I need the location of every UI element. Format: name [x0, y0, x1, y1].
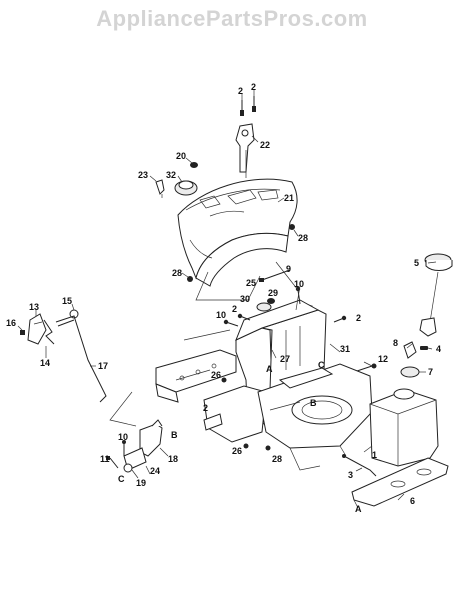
callout-11: 11: [100, 454, 110, 464]
callout-16: 16: [6, 318, 16, 328]
callout-4: 4: [436, 344, 441, 354]
ref-letter-c-support: C: [318, 360, 325, 370]
gas-cap-part-5[interactable]: [419, 253, 453, 337]
callout-28c: 28: [272, 454, 282, 464]
bolt-part-26-low[interactable]: [243, 443, 249, 449]
callout-10b: 10: [216, 310, 226, 320]
rod-part-17[interactable]: [55, 315, 107, 403]
callout-21: 21: [284, 193, 294, 203]
callout-19: 19: [136, 478, 146, 488]
bolt-part-2-right[interactable]: [333, 315, 347, 323]
callout-8: 8: [393, 338, 398, 348]
leader-lines: [17, 90, 437, 509]
callout-17: 17: [98, 361, 108, 371]
tractor-frame: [155, 349, 373, 471]
ref-letter-a-bracket: A: [355, 504, 362, 514]
callout-31: 31: [340, 344, 350, 354]
bolt-part-28-upper[interactable]: [289, 224, 295, 230]
callout-24: 24: [150, 466, 160, 476]
callout-22: 22: [260, 140, 270, 150]
fuel-tank-part-1[interactable]: [369, 388, 439, 467]
callout-12: 12: [378, 354, 388, 364]
callout-9: 9: [286, 264, 291, 274]
hose-clamp-part-4[interactable]: [420, 346, 428, 350]
callout-2e: 2: [203, 403, 208, 413]
bolt-part-28-low[interactable]: [265, 445, 271, 451]
callout-6: 6: [410, 496, 415, 506]
tank-strap-part-3[interactable]: [342, 454, 377, 477]
callout-26a: 26: [211, 370, 221, 380]
spring-part-14[interactable]: [43, 319, 55, 345]
callout-2a: 2: [238, 86, 243, 96]
callout-29: 29: [268, 288, 278, 298]
ref-letter-b-lever: B: [171, 430, 178, 440]
callout-20: 20: [176, 151, 186, 161]
callout-1: 1: [372, 450, 377, 460]
reference-letters: A A B B C C: [118, 360, 362, 514]
callout-28b: 28: [172, 268, 182, 278]
callout-2d: 2: [356, 313, 361, 323]
ref-letter-b-frame: B: [310, 398, 317, 408]
bolt-part-10-low[interactable]: [122, 440, 126, 456]
callout-3: 3: [348, 470, 353, 480]
callout-2c: 2: [232, 304, 237, 314]
callout-26b: 26: [232, 446, 242, 456]
callout-14: 14: [40, 358, 50, 368]
callout-15: 15: [62, 296, 72, 306]
callout-23: 23: [138, 170, 148, 180]
ref-letter-a-frame: A: [266, 364, 273, 374]
washer-part-30[interactable]: [256, 302, 272, 312]
watermark-text: AppliancePartsPros.com: [96, 6, 367, 31]
callout-5: 5: [414, 258, 419, 268]
callout-10a: 10: [294, 279, 304, 289]
callout-32: 32: [166, 170, 176, 180]
ref-letter-c-lever: C: [118, 474, 125, 484]
grommet-part-7[interactable]: [400, 366, 420, 378]
key-part-23[interactable]: [155, 179, 165, 198]
bolt-part-10-left[interactable]: [223, 319, 239, 327]
bolt-part-2-mid[interactable]: [237, 313, 251, 321]
fuel-filter-part-8[interactable]: [403, 341, 417, 359]
callout-2b: 2: [251, 82, 256, 92]
pin-part-16[interactable]: [20, 330, 25, 335]
callout-18: 18: [168, 454, 178, 464]
pin-part-19[interactable]: [123, 463, 133, 473]
bracket-part-13[interactable]: [27, 313, 47, 345]
callout-labels: 1 2 2 2 2 2 3 4 5 6 7 8 9 10 10 10 11 12…: [6, 82, 441, 506]
bracket-part-22[interactable]: [235, 123, 255, 173]
callout-28a: 28: [298, 233, 308, 243]
nut-part-20[interactable]: [190, 162, 198, 168]
ignition-switch-part-32[interactable]: [174, 180, 198, 196]
nut-part-29[interactable]: [267, 298, 275, 304]
screw-pair-part-2[interactable]: [240, 96, 256, 116]
callout-10c: 10: [118, 432, 128, 442]
callout-30: 30: [240, 294, 250, 304]
bolt-part-11[interactable]: [106, 456, 119, 469]
bolt-part-28-left[interactable]: [187, 276, 193, 282]
callout-13: 13: [29, 302, 39, 312]
callout-7: 7: [428, 367, 433, 377]
callout-27: 27: [280, 354, 290, 364]
dash-panel-part-21[interactable]: [177, 178, 298, 287]
bolt-part-26-left[interactable]: [221, 377, 227, 383]
bolt-part-9[interactable]: [259, 269, 291, 282]
lever-part-18[interactable]: [139, 419, 163, 457]
assembly-lines: [109, 150, 301, 427]
callout-25: 25: [246, 278, 256, 288]
